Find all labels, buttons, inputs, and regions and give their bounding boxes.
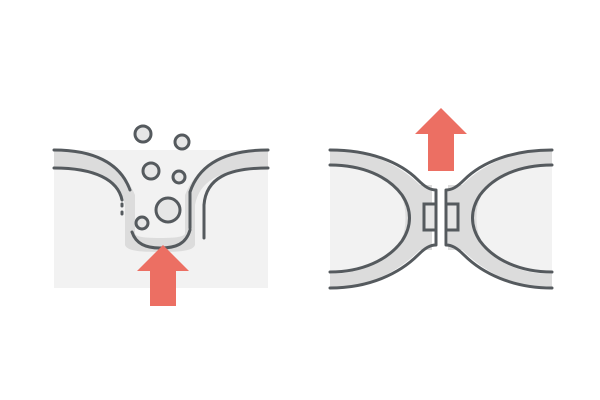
bubble [173, 133, 191, 151]
right-panel-right-tab [444, 202, 460, 232]
left-panel [52, 124, 270, 306]
right-panel [328, 108, 554, 290]
right-panel-left-tab [422, 202, 438, 232]
up-arrow-icon [415, 108, 467, 171]
bubbles [133, 124, 191, 231]
left-outline-right-top [188, 148, 270, 230]
right-panel-left-outline-inner [328, 163, 411, 274]
bubble [134, 215, 150, 231]
left-band [54, 150, 268, 252]
left-outline-inner-right [202, 166, 270, 240]
right-panel-right-band [448, 150, 552, 288]
right-panel-right-outline-inner [471, 163, 554, 274]
right-panel-left-band [330, 150, 432, 288]
bubble [171, 169, 187, 185]
up-arrow-icon [137, 245, 189, 306]
bubble [154, 196, 182, 224]
bubble [141, 161, 161, 181]
left-outline-inner-left [52, 166, 124, 202]
left-outline-top [52, 148, 132, 192]
bubble [133, 124, 153, 144]
